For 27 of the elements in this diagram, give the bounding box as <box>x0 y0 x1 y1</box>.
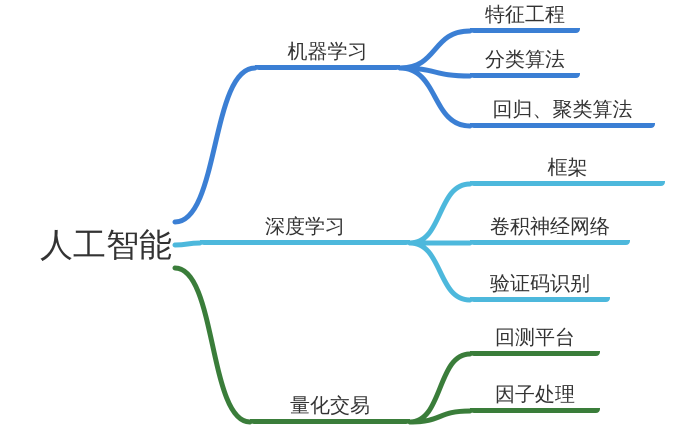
topic-label: 深度学习 <box>265 215 345 240</box>
topic-underline <box>470 273 610 302</box>
topic-underline <box>470 49 580 78</box>
topic-underline <box>255 41 400 70</box>
topic-underline <box>470 157 665 186</box>
root-topic: 人工智能 <box>40 225 172 266</box>
topic-underline <box>470 216 630 245</box>
topic-underline <box>200 216 410 245</box>
topic-underline <box>250 395 410 424</box>
topic-label: 特征工程 <box>485 3 565 28</box>
branch-line <box>408 408 472 424</box>
topic-label: 回测平台 <box>495 326 575 351</box>
topic-label: 回归、聚类算法 <box>492 98 632 123</box>
branch-line <box>172 240 202 248</box>
branch-line <box>172 66 258 224</box>
topic-label: 量化交易 <box>290 394 370 419</box>
topic-underline <box>470 327 600 356</box>
topic-label: 验证码识别 <box>490 272 590 297</box>
branch-line <box>172 266 252 424</box>
topic-underline <box>470 4 580 33</box>
topic-label: 机器学习 <box>288 40 368 65</box>
topic-label: 分类算法 <box>485 48 565 73</box>
topic-underline <box>470 99 655 128</box>
topic-underline <box>470 384 600 413</box>
topic-label: 因子处理 <box>495 383 575 408</box>
topic-label: 卷积神经网络 <box>490 215 610 240</box>
topic-label: 框架 <box>548 156 588 181</box>
